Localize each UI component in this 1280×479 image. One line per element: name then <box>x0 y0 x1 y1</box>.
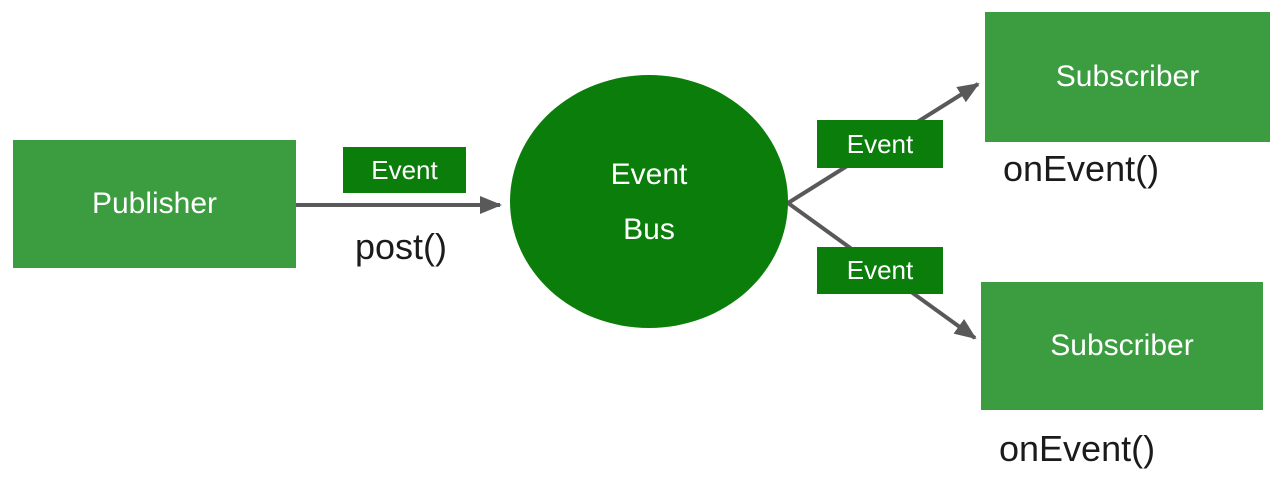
event-badge: Event <box>817 120 943 168</box>
publisher-node: Publisher <box>13 140 296 268</box>
subscriber-label: Subscriber <box>1050 329 1194 362</box>
subscriber-node: Subscriber <box>985 12 1270 142</box>
subscriber-node: Subscriber <box>981 282 1263 410</box>
event-bus-label-line2: Bus <box>623 212 675 246</box>
event-badge-label: Event <box>846 128 914 159</box>
onevent-method-label: onEvent() <box>999 428 1156 469</box>
event-bus-node: Event Bus <box>510 75 788 328</box>
post-method-label: post() <box>355 226 448 267</box>
event-badge-label: Event <box>371 154 438 185</box>
event-bus-label-line1: Event <box>610 157 688 191</box>
event-badge: Event <box>817 247 943 294</box>
subscriber-label: Subscriber <box>1055 60 1200 93</box>
event-badge-label: Event <box>846 255 914 285</box>
onevent-method-label: onEvent() <box>1003 148 1160 189</box>
event-badge: Event <box>343 147 466 193</box>
publisher-label: Publisher <box>91 187 218 220</box>
